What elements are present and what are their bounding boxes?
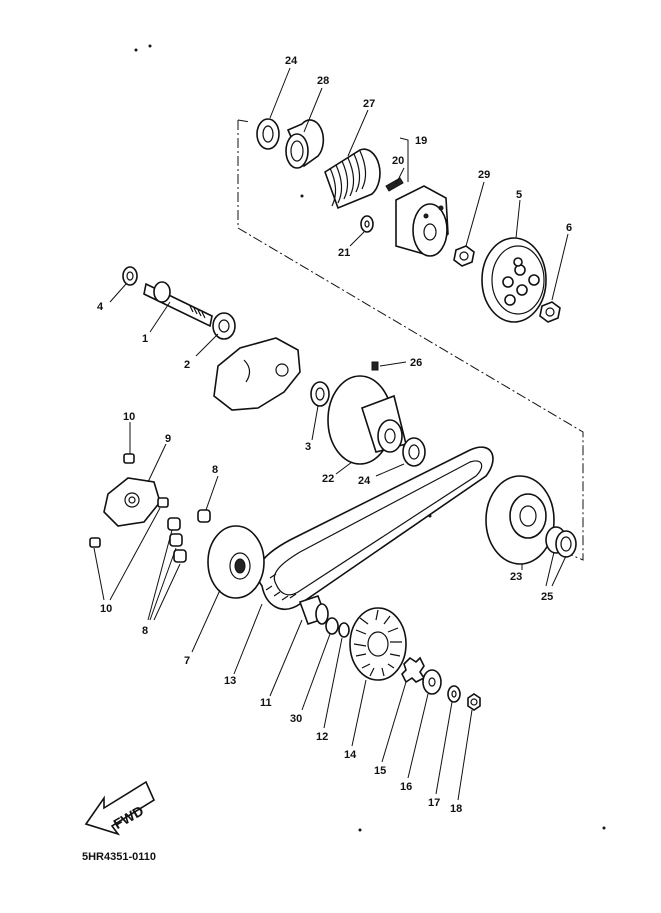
part-17-washer [447,685,461,703]
part-29-nut [453,245,475,267]
part-3-oil-seal [310,381,330,407]
callout-24: 24 [285,55,298,67]
callout-28: 28 [317,75,329,87]
callout-17: 17 [428,797,440,809]
part-2-bearing [212,312,236,340]
callout-21: 21 [338,247,350,259]
callout-2: 2 [184,359,190,371]
part-15-nut-plate [401,656,426,684]
part-5-clutch-housing [481,237,547,323]
callout-8-bottom: 8 [142,625,148,637]
part-20-pin [385,177,404,192]
callout-24-lower: 24 [358,475,371,487]
callout-27: 27 [363,98,375,110]
part-19-clutch-carrier [395,185,449,257]
part-4-bearing [122,266,138,286]
part-8-weight-rollers [167,509,211,563]
callout-6: 6 [566,222,572,234]
part-27-compression-spring [324,148,381,210]
callout-20: 20 [392,155,404,167]
callout-13: 13 [224,675,236,687]
callout-9: 9 [165,433,171,445]
clutch-group-outline [237,120,584,561]
part-11-collar [298,594,329,626]
callout-19: 19 [415,135,427,147]
part-23-secondary-sliding-sheave [485,475,555,565]
callout-26: 26 [410,357,422,369]
callout-1: 1 [142,333,148,345]
callout-3: 3 [305,441,311,453]
part-14-primary-fixed-sheave [349,607,407,681]
leader-lines [93,67,569,801]
callout-12: 12 [316,731,328,743]
part-12-washer [338,622,350,638]
part-18-nut [467,693,481,711]
callout-10-bottom: 10 [100,603,112,615]
part-7-primary-sliding-sheave [207,525,265,599]
callout-7: 7 [184,655,190,667]
part-26-pin [371,361,379,371]
callout-23: 23 [510,571,522,583]
callout-16: 16 [400,781,412,793]
part-25-oil-seal-pair [545,526,577,558]
part-10-slider-pieces [89,453,169,548]
part-21-washer [360,215,374,233]
callout-30: 30 [290,713,302,725]
drawing-code: 5HR4351-0110 [82,851,156,863]
callout-4: 4 [97,301,104,313]
callout-14: 14 [344,749,357,761]
part-6-nut [539,301,561,323]
part-9-slider [103,477,161,527]
part-24-oil-seal-lower [402,437,426,467]
callout-11: 11 [260,697,272,709]
fwd-arrow-icon: FWD [84,780,156,836]
callout-29: 29 [478,169,490,181]
part-22-secondary-fixed-sheave [327,375,407,465]
callout-15: 15 [374,765,386,777]
part-1-secondary-shaft [143,281,213,328]
part-30-washer [325,617,339,635]
part-24-oil-seal [256,118,280,150]
callout-18: 18 [450,803,462,815]
callout-5: 5 [516,189,522,201]
callout-22: 22 [322,473,334,485]
part-16-cam [422,669,442,695]
part-13-v-belt [256,446,494,610]
callout-8-top: 8 [212,464,218,476]
transmission-case-cover [213,337,301,411]
scan-specks [134,44,606,832]
callout-10-top: 10 [123,411,135,423]
callout-25: 25 [541,591,553,603]
part-28-bearing [285,119,325,169]
